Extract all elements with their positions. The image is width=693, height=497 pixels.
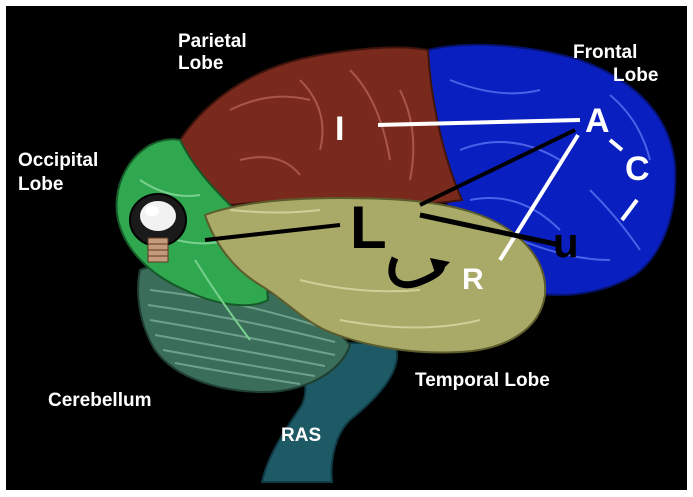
letter-a: A xyxy=(585,102,610,140)
frontal-label-line2: Lobe xyxy=(613,65,658,86)
parietal-label-line1: Parietal xyxy=(178,31,247,52)
letter-r: R xyxy=(462,263,484,296)
parietal-label-line2: Lobe xyxy=(178,53,223,74)
occipital-label-line1: Occipital xyxy=(18,150,98,171)
letter-i: I xyxy=(335,110,344,148)
letter-u: u xyxy=(553,219,579,266)
temporal-label: Temporal Lobe xyxy=(415,370,550,391)
cerebellum-label: Cerebellum xyxy=(48,390,151,411)
letter-l: L xyxy=(350,194,387,261)
ras-label: RAS xyxy=(281,425,321,446)
occipital-label-line2: Lobe xyxy=(18,174,63,195)
frontal-label-line1: Frontal xyxy=(573,42,637,63)
letter-c: C xyxy=(625,150,650,188)
